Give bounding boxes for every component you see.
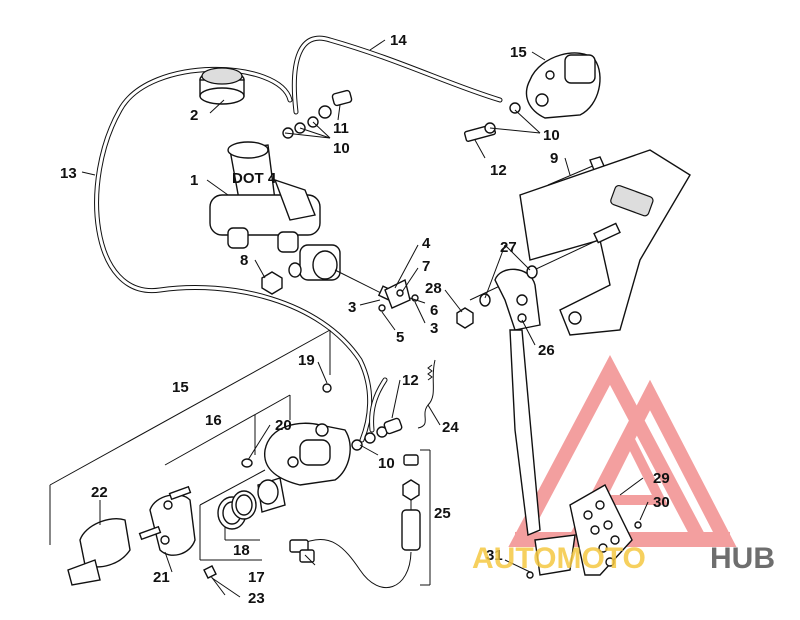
spring-24 [417,359,436,429]
hose-12-lower [369,377,388,433]
fittings-lower [322,383,403,451]
label-2: 2 [190,107,198,124]
part-labels: 2 1 13 14 15 11 10 10 12 9 8 4 7 3 5 6 3… [60,32,670,607]
hose-14 [291,35,503,115]
brake-light-switch [289,449,431,588]
label-30: 30 [653,494,670,511]
label-10-lower: 10 [378,455,395,472]
master-cylinder: DOT 4 [209,141,341,281]
label-29: 29 [653,470,670,487]
hose-13 [94,66,373,443]
label-24: 24 [442,419,459,436]
label-16: 16 [205,412,222,429]
label-15-upper: 15 [510,44,527,61]
clevis-assembly [378,278,419,312]
bolt-23 [203,565,226,596]
nut-28 [456,293,491,329]
label-3-right: 3 [430,320,438,337]
label-19: 19 [298,352,315,369]
label-25: 25 [434,505,451,522]
label-5: 5 [396,329,404,346]
brake-pads [67,518,131,586]
label-28: 28 [425,280,442,297]
label-1: 1 [190,172,198,189]
label-8: 8 [240,252,248,269]
watermark-text-1: AUTOMOTO [472,542,646,575]
label-22: 22 [91,484,108,501]
label-27: 27 [500,239,517,256]
watermark-text: AUTOMOTO HUB [472,542,775,575]
pedal-bracket [519,149,691,336]
label-3-left: 3 [348,299,356,316]
label-14: 14 [390,32,407,49]
bolt-8 [261,262,302,295]
pedal-pad [526,484,642,579]
label-31: 31 [486,547,503,564]
caliper-exploded-box [49,329,331,561]
label-6: 6 [430,302,438,319]
label-12-lower: 12 [402,372,419,389]
label-11: 11 [333,120,349,137]
label-26: 26 [538,342,555,359]
label-9: 9 [550,150,558,167]
label-7: 7 [422,258,430,275]
label-10-top: 10 [333,140,350,157]
label-21: 21 [153,569,170,586]
label-18: 18 [233,542,250,559]
fittings-top [282,89,353,139]
brake-pedal [494,265,541,537]
reservoir-cap [199,67,245,105]
label-20: 20 [275,417,292,434]
bolt-12-upper [463,122,497,142]
pedal-rod [469,222,621,301]
label-12-upper: 12 [490,162,507,179]
leader-lines [81,39,649,598]
reservoir-label-text: DOT 4 [232,170,277,187]
caliper-bracket [138,485,196,556]
label-10-right: 10 [543,127,560,144]
label-4: 4 [422,235,431,252]
caliper-lower [241,422,351,486]
watermark-text-2: HUB [710,542,775,575]
piston-seals [217,477,286,530]
label-13: 13 [60,165,77,182]
label-23: 23 [248,590,265,607]
label-17: 17 [248,569,265,586]
label-15-lower: 15 [172,379,189,396]
watermark-logo [508,355,737,547]
caliper-upper [509,52,601,119]
